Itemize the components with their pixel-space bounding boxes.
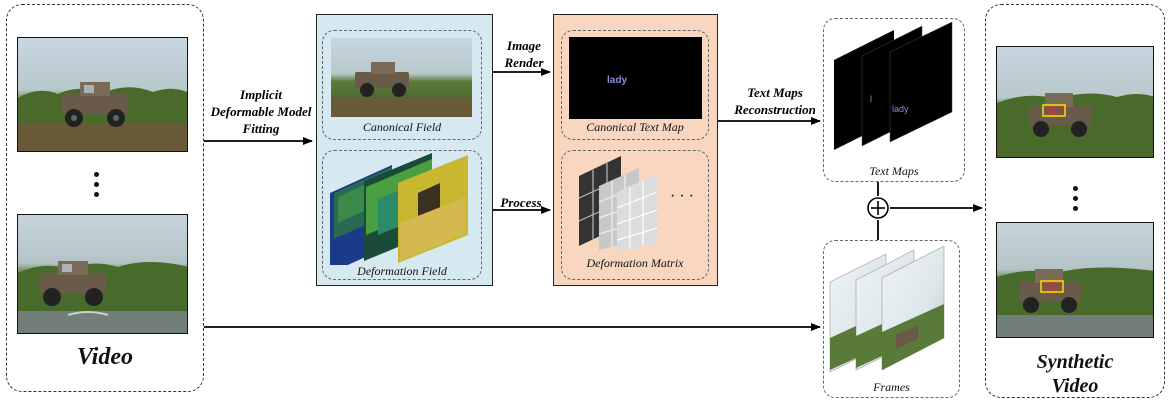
canonical-field-box (322, 30, 482, 140)
text-maps-box (823, 18, 965, 182)
synthetic-truck-scene-image (997, 47, 1153, 157)
synthetic-video-panel (985, 4, 1165, 398)
deformation-matrix-box (561, 150, 709, 280)
canonical-scene-image (331, 38, 472, 117)
frames-stack (829, 246, 945, 373)
deformation-field-box (322, 150, 482, 280)
process-label: Process (500, 195, 542, 210)
video-panel (6, 4, 204, 392)
synthetic-video-label: Synthetic Video (1036, 351, 1114, 397)
deformation-matrix-label: Deformation Matrix (586, 256, 684, 270)
matrix-ellipsis: · · · (670, 188, 694, 205)
frames-label: Frames (873, 380, 910, 394)
synthetic-frame-last (996, 222, 1154, 338)
synthetic-truck-water-scene-image (997, 223, 1153, 337)
synthetic-frame-first (996, 46, 1154, 158)
text-map-word: lady (607, 75, 628, 86)
canonical-field-label: Canonical Field (362, 120, 442, 134)
circled-plus-icon (867, 197, 889, 219)
text-maps-reconstruction-label: Text Maps Reconstruction (734, 85, 816, 117)
canonical-text-map-image: lady (569, 37, 702, 119)
text-maps-letter: l (870, 94, 872, 104)
canonical-field-image (331, 38, 472, 117)
synthetic-vertical-ellipsis (1073, 186, 1079, 216)
text-highlight-box (1042, 104, 1066, 117)
truck-water-scene-image (18, 215, 187, 333)
vertical-ellipsis (94, 172, 100, 202)
implicit-fitting-label: Implicit Deformable Model Fitting (210, 87, 312, 136)
video-label: Video (76, 344, 133, 370)
deformation-field-stack (330, 153, 468, 265)
frames-box (823, 240, 960, 398)
image-render-label: Image Render (504, 38, 544, 70)
video-frame-first (17, 37, 188, 152)
text-maps-word: lady (892, 104, 909, 114)
text-maps-label: Text Maps (869, 164, 919, 178)
canonical-text-map-label: Canonical Text Map (586, 120, 684, 134)
deformation-matrix-grids (578, 156, 658, 252)
canonical-text-map-box (561, 30, 709, 140)
text-maps-stack (834, 22, 953, 150)
video-frame-last (17, 214, 188, 334)
truck-scene-image (18, 38, 187, 151)
deformation-field-label: Deformation Field (357, 264, 447, 278)
